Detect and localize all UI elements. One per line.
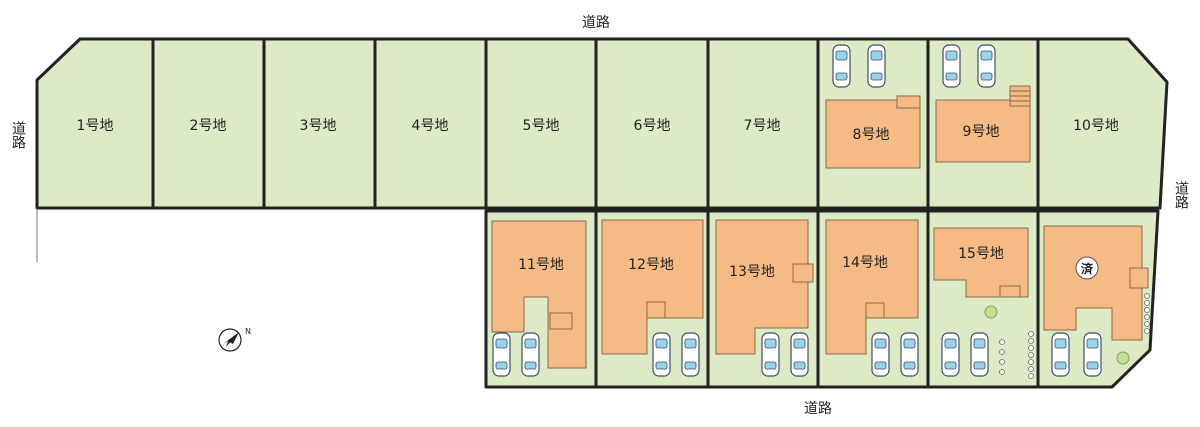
car-icon xyxy=(492,332,511,377)
lot-10-label: 10号地 xyxy=(1073,118,1119,134)
shrub-row-icon xyxy=(1144,293,1150,334)
lot-1-parcel xyxy=(35,37,155,210)
lot-3-parcel xyxy=(262,37,377,210)
lot-13-label: 13号地 xyxy=(729,264,775,280)
car-icon xyxy=(521,332,540,377)
car-icon xyxy=(941,332,960,377)
lot-13-entrance xyxy=(792,263,814,283)
lot-5[interactable]: 5号地 xyxy=(484,37,598,210)
lot-13[interactable]: 13号地 xyxy=(706,209,820,389)
car-icon xyxy=(681,332,700,377)
lot-13-house xyxy=(715,219,809,355)
car-icon xyxy=(871,332,890,377)
lot-15-label: 15号地 xyxy=(958,246,1004,262)
lot-8-entrance xyxy=(896,95,921,109)
lot-15-house xyxy=(933,227,1029,298)
lot-3-label: 3号地 xyxy=(300,118,337,134)
car-icon xyxy=(1051,332,1070,377)
lot-2-label: 2号地 xyxy=(190,118,227,134)
lot-16-house xyxy=(1043,225,1143,341)
lot-15-entrance xyxy=(999,285,1021,298)
car-icon xyxy=(832,44,851,88)
lot-4[interactable]: 4号地 xyxy=(373,37,488,210)
lot-15[interactable]: 15号地 xyxy=(926,209,1040,389)
shrub-row-icon xyxy=(1028,331,1034,379)
road-label-left: 道路 xyxy=(10,121,26,149)
lot-10-parcel xyxy=(1036,37,1169,210)
lot-5-label: 5号地 xyxy=(523,118,560,134)
car-icon xyxy=(790,332,809,377)
north-label: N xyxy=(245,327,251,336)
sold-marker xyxy=(1075,256,1099,280)
car-icon xyxy=(942,44,961,88)
lot-4-parcel xyxy=(373,37,488,210)
lot-14-entrance xyxy=(865,302,885,319)
tree-icon xyxy=(1116,351,1130,365)
lot-11-entrance xyxy=(549,312,573,330)
lot-9[interactable]: 9号地 xyxy=(926,37,1040,210)
tree-icon xyxy=(984,305,998,319)
lot-2[interactable]: 2号地 xyxy=(151,37,266,210)
car-icon xyxy=(1083,332,1102,377)
lot-10[interactable]: 10号地 xyxy=(1036,37,1169,210)
car-icon xyxy=(867,44,886,88)
lot-6-parcel xyxy=(594,37,710,210)
lot-16-entrance xyxy=(1129,267,1149,289)
lot-8[interactable]: 8号地 xyxy=(816,37,930,210)
north-arrow-icon: N xyxy=(218,327,251,352)
lot-12-label: 12号地 xyxy=(628,257,674,273)
lot-7-label: 7号地 xyxy=(744,118,781,134)
car-icon xyxy=(970,332,989,377)
car-icon xyxy=(761,332,780,377)
lot-14[interactable]: 14号地 xyxy=(816,209,930,389)
lot-6[interactable]: 6号地 xyxy=(594,37,710,210)
shrub-row-icon xyxy=(999,339,1005,375)
sold-marker-text: 済 xyxy=(1081,261,1094,276)
lot-12-entrance xyxy=(646,301,666,319)
lot-9-stairs xyxy=(1009,85,1031,107)
lot-8-label: 8号地 xyxy=(853,127,890,143)
road-label-right: 道路 xyxy=(1173,181,1189,209)
lot-11[interactable]: 11号地 xyxy=(484,209,598,389)
lot-1[interactable]: 1号地 xyxy=(35,37,155,210)
lot-5-parcel xyxy=(484,37,598,210)
lot-4-label: 4号地 xyxy=(412,118,449,134)
lot-1-label: 1号地 xyxy=(77,118,114,134)
lot-11-label: 11号地 xyxy=(518,257,564,273)
lot-7-parcel xyxy=(706,37,820,210)
car-icon xyxy=(977,44,996,88)
lot-6-label: 6号地 xyxy=(634,118,671,134)
car-icon xyxy=(900,332,919,377)
car-icon xyxy=(652,332,671,377)
lot-14-label: 14号地 xyxy=(842,255,888,271)
lot-11-house xyxy=(491,220,587,369)
road-label-bottom: 道路 xyxy=(804,401,832,417)
lot-7[interactable]: 7号地 xyxy=(706,37,820,210)
lot-3[interactable]: 3号地 xyxy=(262,37,377,210)
lot-16[interactable]: 済 xyxy=(1036,209,1160,389)
road-label-top: 道路 xyxy=(582,15,610,31)
lot-12[interactable]: 12号地 xyxy=(594,209,710,389)
lot-9-label: 9号地 xyxy=(963,124,1000,140)
